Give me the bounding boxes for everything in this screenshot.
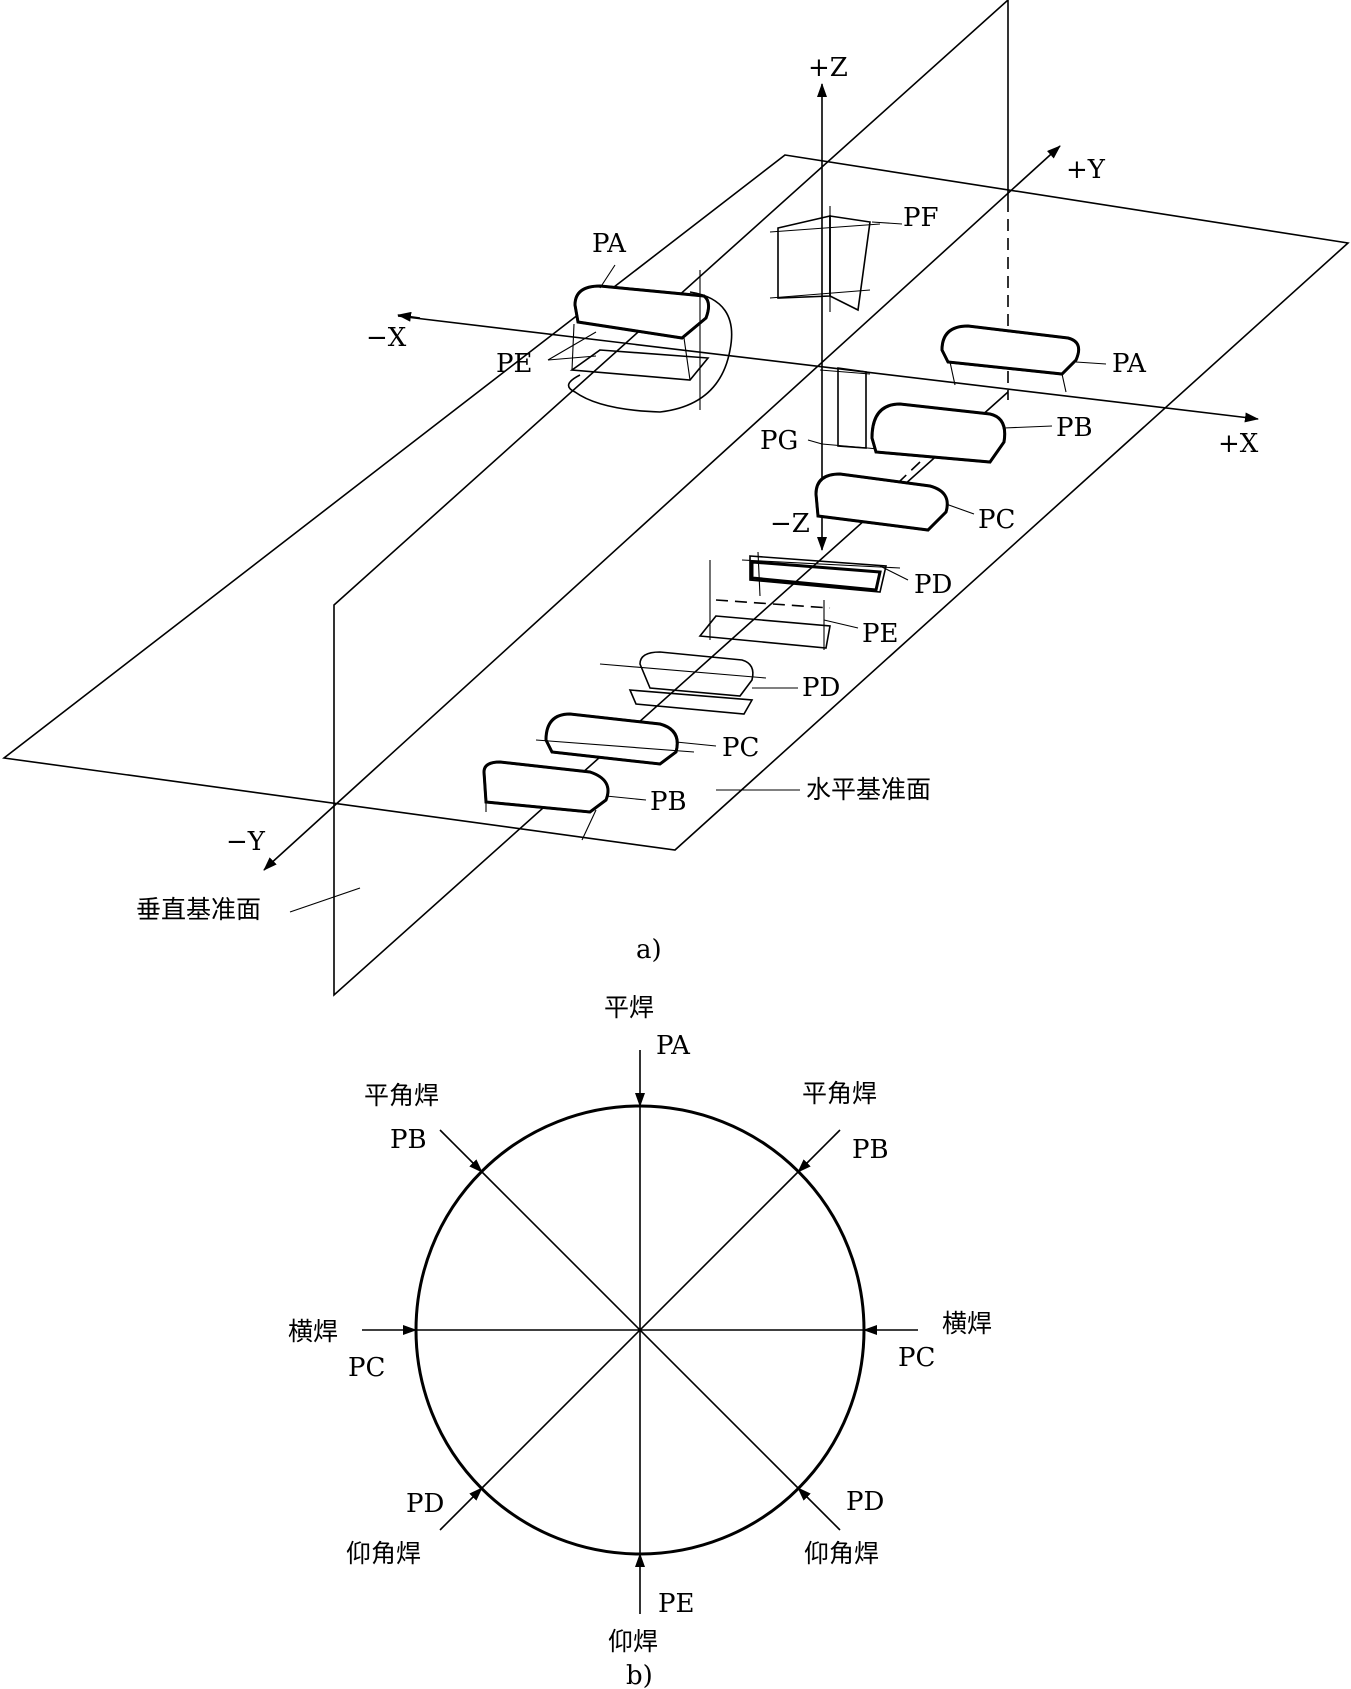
label-pd-upper: PD xyxy=(914,570,952,600)
label-vertical-plane: 垂直基准面 xyxy=(136,895,261,924)
axis-label-pos-x: +X xyxy=(1218,429,1259,459)
x-axis xyxy=(397,315,1259,423)
figure-a: +Z −Z +Y −Y +X −X PF PA xyxy=(2,0,1350,997)
axis-label-neg-z: −Z xyxy=(770,509,810,539)
caption-b: b) xyxy=(626,1661,653,1689)
label-pa-right: PA xyxy=(1112,349,1147,379)
weld-pg xyxy=(807,367,891,451)
axis-label-neg-x: −X xyxy=(366,323,407,353)
label-pc-upper: PC xyxy=(978,505,1015,535)
weld-pb-lower xyxy=(482,760,647,841)
label-right-name: 横焊 xyxy=(942,1309,992,1338)
label-pd-lower: PD xyxy=(802,673,840,703)
label-lower-right-code: PD xyxy=(846,1487,884,1517)
y-axis xyxy=(267,145,1061,867)
label-bottom-code: PE xyxy=(658,1589,694,1619)
label-bottom-name: 仰焊 xyxy=(608,1627,658,1656)
weld-pd-upper xyxy=(741,551,909,597)
label-horizontal-plane: 水平基准面 xyxy=(806,775,931,804)
weld-pa-right xyxy=(940,324,1107,393)
label-upper-right-code: PB xyxy=(852,1135,889,1165)
label-pf: PF xyxy=(903,203,939,233)
label-pa-left: PA xyxy=(592,229,627,259)
label-lower-left-code: PD xyxy=(406,1489,444,1519)
label-pe-left: PE xyxy=(496,349,532,379)
label-pb-lower: PB xyxy=(650,787,687,817)
label-upper-right-name: 平角焊 xyxy=(802,1079,877,1108)
label-upper-left-code: PB xyxy=(390,1125,427,1155)
label-pb-upper: PB xyxy=(1056,413,1093,443)
caption-a: a) xyxy=(636,935,662,965)
label-pe-mid: PE xyxy=(862,619,898,649)
label-lower-left-name: 仰角焊 xyxy=(346,1539,421,1568)
label-pc-lower: PC xyxy=(722,733,759,763)
horizontal-reference-plane xyxy=(2,154,1350,851)
axis-label-neg-y: −Y xyxy=(226,827,266,857)
label-top-code: PA xyxy=(656,1031,691,1061)
label-left-name: 横焊 xyxy=(288,1317,338,1346)
label-right-code: PC xyxy=(898,1343,935,1373)
weld-pc-lower xyxy=(535,712,717,766)
weld-pa-left xyxy=(573,264,711,340)
weld-pc-upper xyxy=(814,472,975,532)
weld-pd-lower xyxy=(599,651,798,715)
axis-label-pos-y: +Y xyxy=(1066,155,1106,185)
figure-b: 平焊 PA 平角焊 PB 平角焊 PB 横焊 PC 横焊 PC PD 仰角焊 P… xyxy=(288,993,992,1689)
weld-pf xyxy=(769,206,903,312)
weld-pe-mid xyxy=(698,560,859,650)
label-top-name: 平焊 xyxy=(604,993,654,1022)
label-upper-left-name: 平角焊 xyxy=(364,1081,439,1110)
axis-label-pos-z: +Z xyxy=(808,53,848,83)
label-lower-right-name: 仰角焊 xyxy=(804,1539,879,1568)
label-pg: PG xyxy=(760,426,798,456)
weld-pe-left xyxy=(547,270,733,413)
label-left-code: PC xyxy=(348,1353,385,1383)
